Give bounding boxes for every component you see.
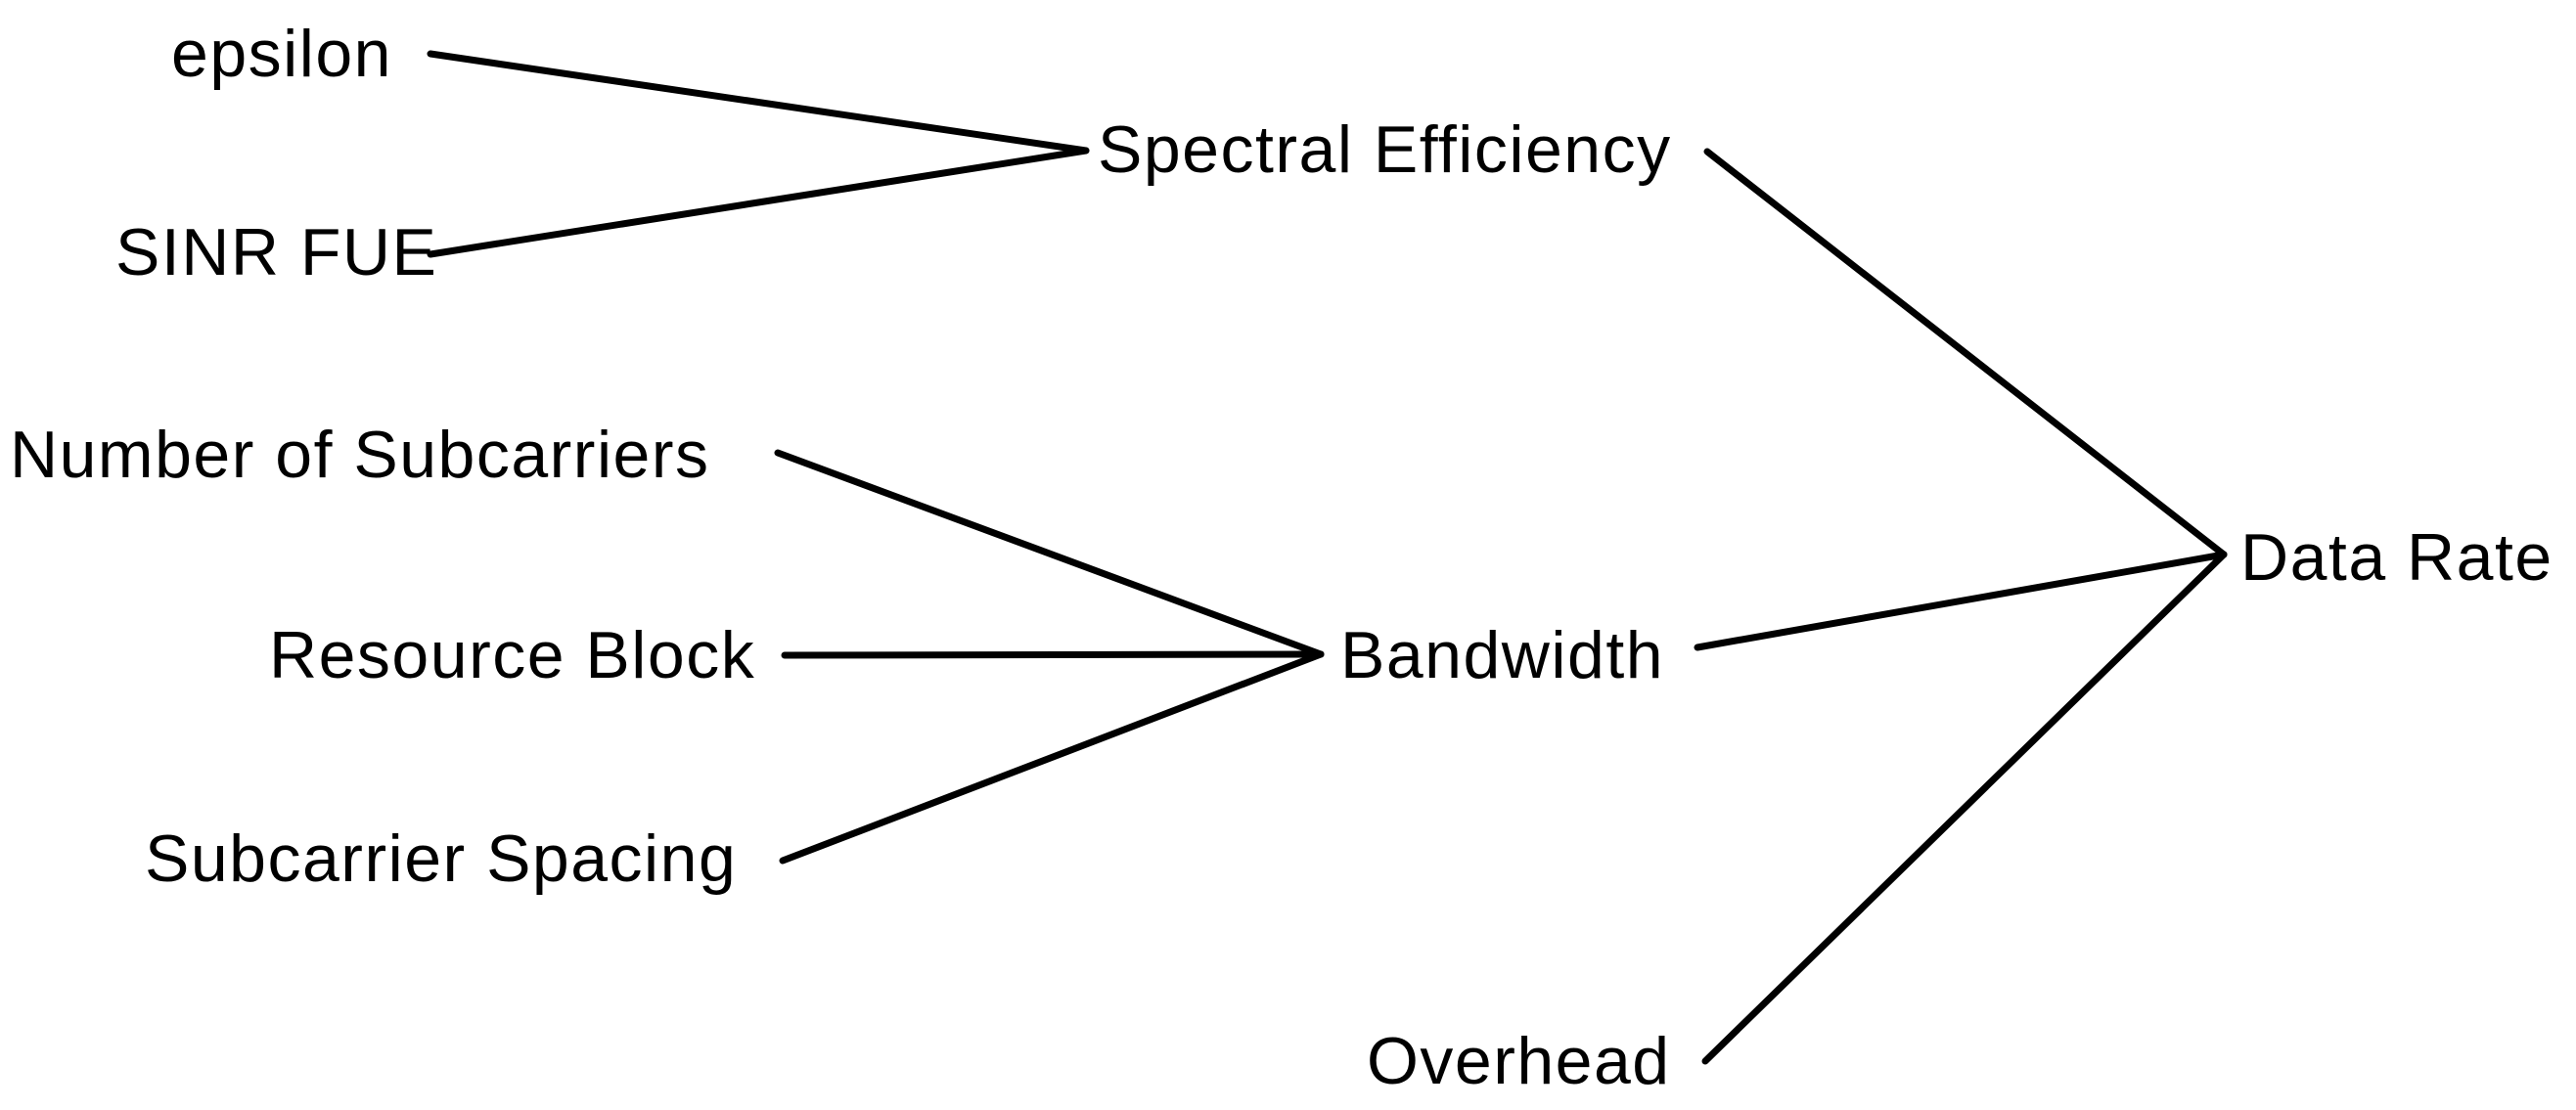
node-label-data-rate: Data Rate bbox=[2240, 520, 2553, 595]
edge-resource_block-to-bandwidth bbox=[781, 650, 1325, 659]
edge-subcarrier_spacing-to-bandwidth bbox=[779, 650, 1325, 865]
edge-sinr_fue-to-spectral_efficiency bbox=[427, 147, 1090, 258]
node-label-overhead: Overhead bbox=[1367, 1024, 1671, 1098]
edge-spectral_efficiency-to-data_rate bbox=[1703, 148, 2228, 558]
node-label-epsilon: epsilon bbox=[171, 17, 392, 91]
edge-epsilon-to-spectral_efficiency bbox=[427, 50, 1090, 155]
edge-overhead-to-data_rate bbox=[1701, 551, 2228, 1065]
node-label-resource-block: Resource Block bbox=[269, 618, 756, 692]
node-label-spectral-efficiency: Spectral Efficiency bbox=[1098, 112, 1672, 187]
node-label-subcarrier-spacing: Subcarrier Spacing bbox=[145, 821, 738, 896]
edge-number_of_subcarriers-to-bandwidth bbox=[774, 449, 1325, 658]
node-label-number-of-subcarriers: Number of Subcarriers bbox=[10, 418, 710, 492]
node-label-bandwidth: Bandwidth bbox=[1340, 618, 1665, 692]
node-label-sinr-fue: SINR FUE bbox=[115, 215, 438, 289]
edge-bandwidth-to-data_rate bbox=[1694, 551, 2228, 651]
